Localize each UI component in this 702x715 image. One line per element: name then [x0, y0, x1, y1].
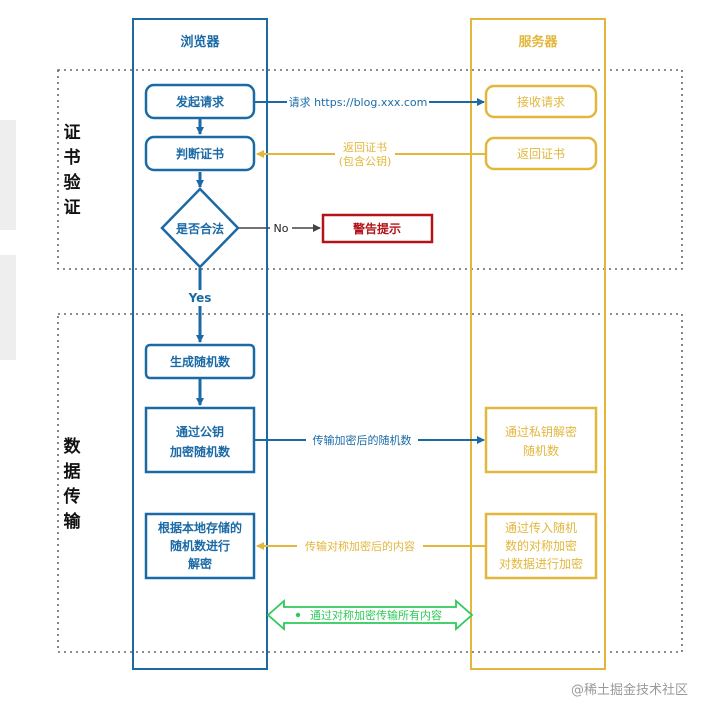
no-arrow-label: No — [274, 222, 289, 235]
data-label-char-1: 数 — [64, 436, 82, 457]
send-request-box: 发起请求 — [144, 83, 256, 120]
decrypt-local-box: 根据本地存储的 随机数进行 解密 — [144, 512, 256, 580]
left-shadow-strip-top — [0, 120, 16, 230]
data-label-char-3: 传 — [63, 486, 81, 507]
request-label-bg — [287, 94, 429, 109]
symmetric-line-2: 数的对称加密 — [505, 538, 577, 553]
is-valid-diamond: 是否合法 — [160, 187, 240, 269]
verify-cert-box: 判断证书 — [144, 135, 256, 172]
all-symmetric-label: 通过对称加密传输所有内容 — [310, 608, 442, 622]
receive-request-label: 接收请求 — [517, 94, 565, 109]
encrypt-line-2: 加密随机数 — [169, 444, 231, 459]
cert-label-char-4: 证 — [64, 198, 81, 218]
send-request-label: 发起请求 — [175, 94, 225, 109]
data-label-char-2: 据 — [64, 461, 81, 482]
warning-alert-box: 警告提示 — [321, 213, 434, 244]
return-cert-arrow-line-1: 返回证书 — [343, 141, 387, 154]
browser-lane — [132, 18, 268, 670]
watermark-text: @稀土掘金技术社区 — [571, 682, 688, 698]
symmetric-line-1: 通过传入随机 — [505, 520, 577, 535]
green-bullet-icon — [295, 612, 301, 618]
receive-request-box: 接收请求 — [484, 84, 598, 119]
decrypt-line-2: 随机数进行 — [170, 538, 230, 553]
send-symmetric-label: 传输对称加密后的内容 — [305, 539, 415, 553]
server-column-title: 服务器 — [518, 34, 558, 50]
encrypt-random-box: 通过公钥 加密随机数 — [144, 406, 256, 474]
decrypt-line-3: 解密 — [188, 556, 212, 571]
yes-arrow-label: Yes — [188, 291, 212, 305]
return-cert-label-bg — [335, 140, 395, 168]
cert-section-label: 证 书 验 证 — [64, 123, 82, 218]
private-key-decrypt-box: 通过私钥解密 随机数 — [484, 406, 598, 474]
decrypt-line-1: 根据本地存储的 — [158, 520, 242, 535]
yes-label-bg — [186, 290, 214, 306]
warning-alert-label: 警告提示 — [352, 221, 401, 236]
gen-random-box: 生成随机数 — [144, 343, 256, 380]
left-shadow-strip-bottom — [0, 255, 16, 360]
browser-column-title: 浏览器 — [180, 34, 220, 50]
encrypt-line-1: 通过公钥 — [176, 424, 224, 439]
send-encrypted-label: 传输加密后的随机数 — [313, 433, 412, 447]
is-valid-label: 是否合法 — [175, 221, 224, 236]
no-label-bg — [270, 221, 292, 235]
data-section-frame — [57, 313, 683, 653]
send-encrypted-label-bg — [306, 432, 418, 447]
server-lane — [470, 18, 606, 670]
private-decrypt-line-1: 通过私钥解密 — [505, 424, 577, 439]
cert-section-frame — [57, 69, 683, 270]
cert-label-char-2: 书 — [64, 148, 81, 168]
request-arrow-label: 请求 https://blog.xxx.com — [289, 96, 428, 109]
data-label-char-4: 输 — [64, 511, 82, 532]
private-decrypt-line-2: 随机数 — [523, 443, 559, 458]
return-cert-label: 返回证书 — [517, 147, 565, 161]
cert-label-char-3: 验 — [64, 172, 82, 193]
symmetric-encrypt-box: 通过传入随机 数的对称加密 对数据进行加密 — [484, 512, 598, 580]
verify-cert-label: 判断证书 — [176, 146, 224, 161]
data-section-label: 数 据 传 输 — [63, 436, 82, 532]
symmetric-line-3: 对数据进行加密 — [499, 556, 583, 571]
return-cert-box: 返回证书 — [484, 136, 598, 171]
gen-random-label: 生成随机数 — [170, 354, 231, 369]
return-cert-arrow-line-2: (包含公钥) — [339, 154, 392, 168]
send-symmetric-label-bg — [297, 538, 423, 553]
cert-label-char-1: 证 — [64, 123, 81, 143]
all-symmetric-double-arrow: 通过对称加密传输所有内容 — [266, 599, 474, 631]
